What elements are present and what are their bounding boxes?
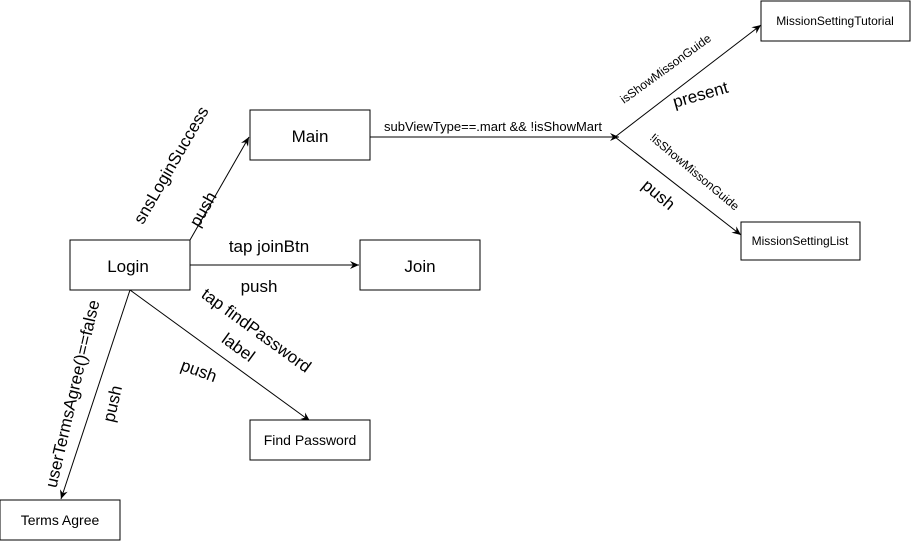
- label-sub-view-type: subViewType==.mart && !isShowMart: [384, 119, 602, 134]
- label-login-find-password-push: push: [178, 356, 219, 386]
- edge-login-to-find-password: [129, 289, 311, 422]
- edge-login-to-terms-agree: [60, 289, 131, 500]
- node-join: Join: [359, 239, 481, 291]
- label-present: present: [671, 78, 731, 112]
- label-login-terms-push: push: [99, 384, 126, 424]
- node-login: Login: [69, 239, 191, 291]
- node-mission-setting-tutorial: MissionSettingTutorial: [760, 0, 911, 42]
- edge-branch-to-tutorial: [614, 24, 762, 138]
- node-mission-setting-list-label: MissionSettingList: [752, 234, 849, 248]
- label-tap-find-password: tap findPassword: [198, 285, 315, 377]
- node-mission-setting-tutorial-label: MissionSettingTutorial: [776, 14, 894, 28]
- node-terms-agree-label: Terms Agree: [21, 512, 100, 528]
- label-user-terms-agree: userTermsAgree()==false: [42, 298, 104, 489]
- node-main: Main: [249, 109, 371, 161]
- node-find-password-label: Find Password: [264, 432, 357, 448]
- node-main-label: Main: [292, 127, 329, 146]
- node-terms-agree: Terms Agree: [0, 499, 121, 541]
- label-tap-join-btn: tap joinBtn: [229, 237, 309, 256]
- edge-branch-to-list: [614, 136, 742, 236]
- edge-login-to-main: [189, 136, 250, 241]
- node-join-label: Join: [404, 257, 435, 276]
- label-login-join-push: push: [241, 277, 278, 296]
- node-login-label: Login: [107, 257, 149, 276]
- node-mission-setting-list: MissionSettingList: [740, 221, 861, 261]
- node-find-password: Find Password: [249, 419, 371, 461]
